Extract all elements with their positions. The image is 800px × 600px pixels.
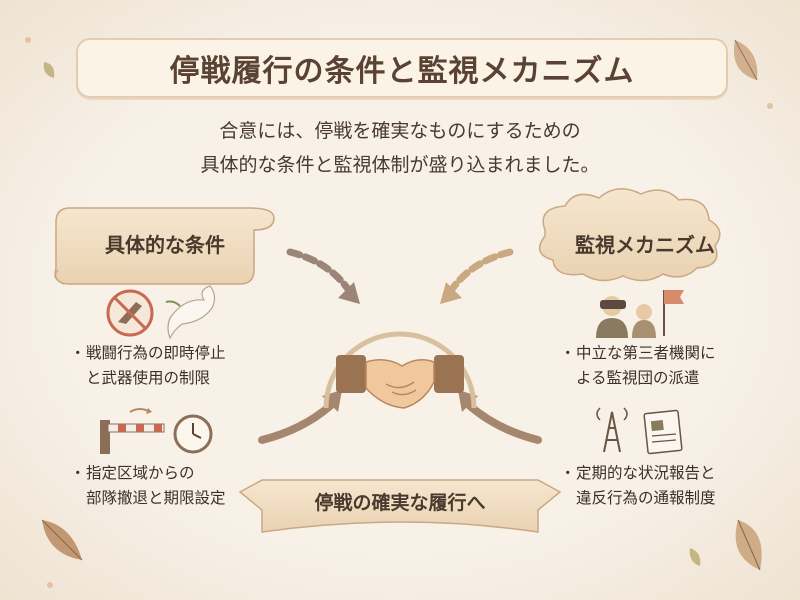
dove-icon	[165, 285, 216, 340]
clock-icon	[173, 414, 213, 454]
monitoring-item-line-1: 中立な第三者機関に	[576, 344, 716, 362]
right-section-heading: 監視メカニズム	[575, 233, 715, 257]
leaf-icon	[735, 519, 762, 571]
report-icon	[643, 409, 683, 455]
condition-item: ・戦闘行為の即時停止 と武器使用の制限	[70, 344, 226, 387]
condition-item-line-1: 指定区域からの	[86, 464, 195, 482]
flag-icon	[663, 290, 684, 336]
monitoring-item-line-2: よる監視団の派遣	[576, 369, 700, 387]
condition-item-line-2: と武器使用の制限	[86, 369, 211, 387]
subtitle-line-1: 合意には、停戦を確実なものにするための	[219, 120, 581, 142]
condition-item-line-1: 戦闘行為の即時停止	[86, 344, 226, 362]
left-heading-banner	[54, 207, 275, 285]
center-arch	[323, 331, 477, 409]
handshake-icon	[336, 355, 464, 409]
leaf-icon	[43, 62, 55, 78]
condition-item: ・指定区域からの 部隊撤退と期限設定	[70, 464, 226, 507]
right-heading-cloud	[538, 188, 721, 282]
radio-tower-icon	[596, 407, 628, 453]
monitoring-item: ・定期的な状況報告と 違反行為の通報制度	[560, 464, 716, 507]
subtitle-line-2: 具体的な条件と監視体制が盛り込まれました。	[200, 154, 600, 176]
bottom-ribbon	[238, 479, 562, 533]
left-section-heading: 具体的な条件	[105, 233, 225, 257]
arrow-left-top	[286, 248, 360, 304]
title-plaque: 停戦履行の条件と監視メカニズム	[76, 38, 728, 98]
leaf-icon	[733, 39, 758, 81]
barrier-icon	[100, 408, 165, 454]
observers-icon	[596, 296, 656, 338]
monitoring-item-line-2: 違反行為の通報制度	[576, 489, 716, 507]
monitoring-item-line-1: 定期的な状況報告と	[576, 464, 716, 482]
bottom-banner-text: 停戦の確実な履行へ	[314, 492, 486, 514]
condition-item-line-2: 部隊撤退と期限設定	[86, 489, 226, 507]
page-title: 停戦履行の条件と監視メカニズム	[169, 54, 635, 89]
no-weapons-icon	[106, 289, 154, 337]
arrow-right-top	[440, 248, 514, 304]
leaf-icon	[41, 519, 83, 561]
leaf-icon	[689, 548, 701, 566]
monitoring-item: ・中立な第三者機関に よる監視団の派遣	[560, 344, 716, 387]
